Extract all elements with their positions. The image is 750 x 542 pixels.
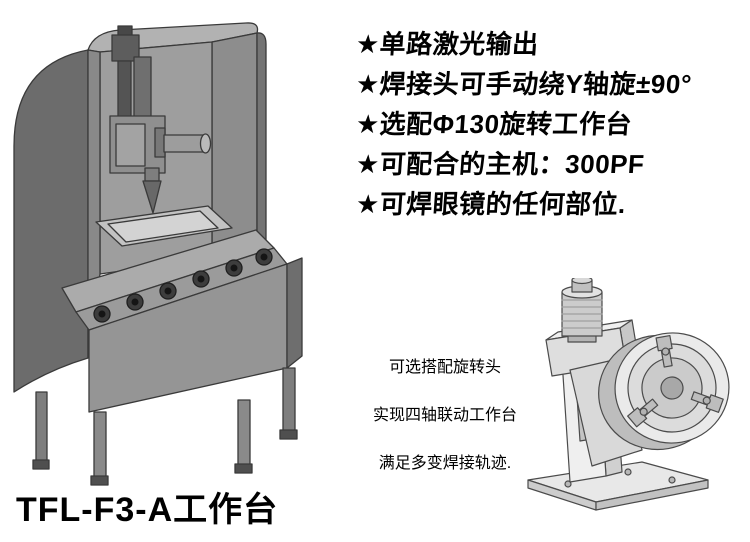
work-table bbox=[61, 205, 275, 313]
motor bbox=[561, 278, 603, 343]
three-jaw-chuck bbox=[598, 332, 730, 451]
feature-item: ★焊接头可手动绕Y轴旋±90° bbox=[354, 69, 693, 99]
note-line: 满足多变焊接轨迹. bbox=[378, 455, 512, 472]
laser-head-assembly bbox=[109, 25, 212, 214]
rotary-option-note: 可选搭配旋转头 实现四轴联动工作台 满足多变焊接轨迹. bbox=[362, 344, 528, 488]
enclosure bbox=[13, 22, 267, 393]
laser-welder-illustration bbox=[13, 22, 303, 486]
rotary-positioner-figure bbox=[510, 278, 750, 518]
feature-item: ★可配合的主机：300PF bbox=[354, 149, 646, 179]
rotary-positioner-illustration bbox=[527, 278, 730, 511]
product-title: TFL-F3-A工作台 bbox=[16, 491, 279, 529]
control-panel bbox=[75, 247, 288, 331]
note-line: 实现四轴联动工作台 bbox=[372, 407, 517, 424]
feature-list: ★单路激光输出 ★焊接头可手动绕Y轴旋±90° ★选配Φ130旋转工作台 ★可配… bbox=[354, 24, 748, 224]
feature-item: ★可焊眼镜的任何部位. bbox=[354, 189, 628, 219]
feature-item: ★选配Φ130旋转工作台 bbox=[354, 109, 634, 139]
note-line: 可选搭配旋转头 bbox=[388, 359, 501, 376]
feature-item: ★单路激光输出 bbox=[354, 29, 540, 59]
laser-welder-figure bbox=[6, 16, 332, 486]
control-knobs bbox=[93, 248, 273, 323]
table-legs bbox=[32, 367, 298, 486]
